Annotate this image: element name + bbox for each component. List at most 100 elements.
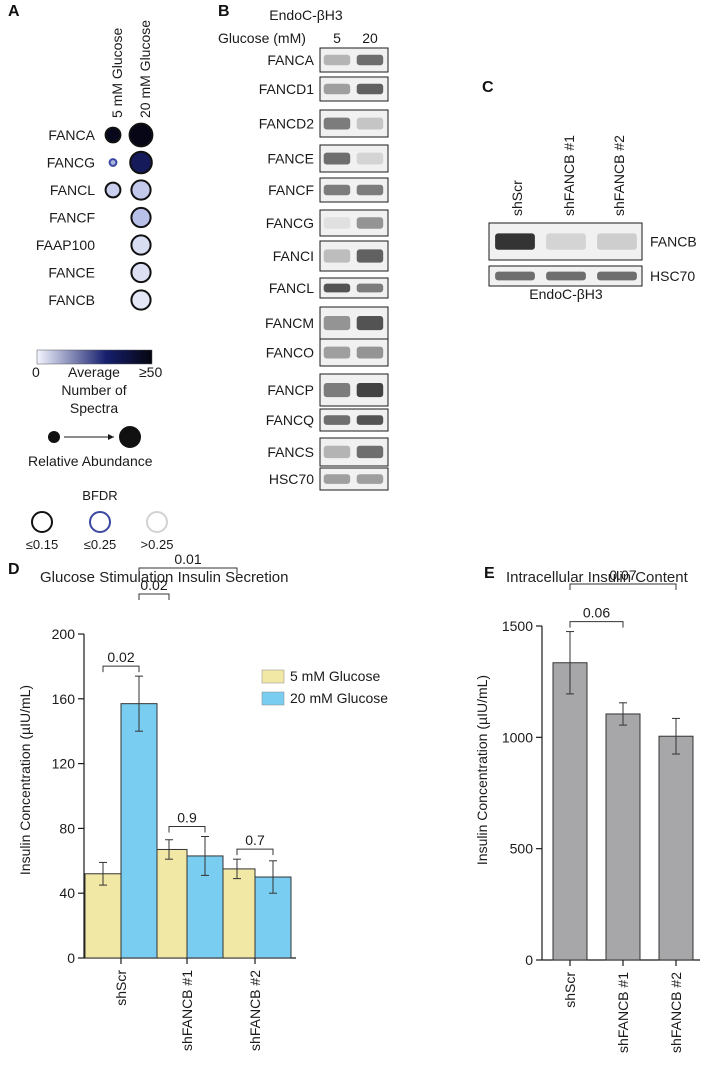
panel-a-dotplot: 5 mM Glucose 20 mM Glucose FANCAFANCGFAN… [26,20,174,552]
blot-fance [319,144,389,173]
band-fancq-lane-1 [323,415,351,425]
protein-label-fancb: FANCB [48,292,95,308]
panel-letter-d: D [8,561,20,578]
colorbar-title-line-3: Spectra [70,400,118,416]
dot-fanca-20mm [128,122,154,148]
chart-d-legend-label-1: 5 mM Glucose [290,668,380,684]
band-fance-lane-2 [356,152,384,165]
chart-d-errorbar-shfancb-1-20-mm-glucose [201,836,209,876]
chart-d-ytick-label-120: 120 [52,756,76,772]
chart-e-bar-shfancb-1 [605,713,641,961]
chart-d-errorbar-shscr-20-mm-glucose [135,675,143,732]
blot-fancl [319,277,389,299]
band-fancd1-lane-1 [323,83,351,95]
blot-label-fancq: FANCQ [266,412,314,428]
band-fancd2-lane-1 [323,117,351,130]
chart-e-ytick-label-1500: 1500 [502,618,533,634]
chart-e-ytick-label-1000: 1000 [502,729,533,745]
chart-d-bar-shscr-20-mm-glucose [120,703,158,959]
abundance-large-dot [119,426,141,448]
colorbar-max-label: ≥50 [139,364,162,380]
chart-d-ytick-label-200: 200 [52,626,76,642]
blot-fanco [319,338,389,367]
bfdr-legend-label-2: ≤0.25 [84,537,116,552]
colorbar-title-line-2: Number of [61,382,126,398]
blot-label-fancf: FANCF [268,182,314,198]
band-fancs-lane-1 [323,445,351,459]
chart-e-errorbar-shscr [566,631,574,695]
protein-label-fancf: FANCF [49,210,95,226]
chart-d-xtick-label-shfancb-1: shFANCB #1 [179,970,195,1051]
lane-label-shfancb-1: shFANCB #1 [561,135,577,216]
chart-d-legend-swatch-1 [261,669,285,684]
band-fancp-lane-1 [323,383,351,398]
bfdr-title: BFDR [82,488,117,503]
bfdr-legend-label-3: >0.25 [141,537,174,552]
abundance-label: Relative Abundance [28,453,153,469]
panel-c-caption: EndoC-βH3 [529,286,603,302]
band-fancf-lane-2 [356,184,384,196]
column-label-5mm: 5 mM Glucose [109,28,125,118]
chart-d-errorbar-shfancb-2-5-mm-glucose [233,858,241,880]
dot-fance-20mm [130,261,152,284]
chart-d-significance-bracket-2: 0.02 [138,577,170,600]
panel-letter-b: B [218,3,230,20]
dot-fancl-20mm [130,179,152,201]
blot-c-label-fancb: FANCB [650,234,697,250]
blot-label-hsc70: HSC70 [269,471,314,487]
protein-label-fance: FANCE [48,265,95,281]
chart-e-pvalue-1: 0.06 [583,605,610,621]
band-fanca-lane-2 [356,54,384,66]
blot-fancm [319,306,389,340]
band-fanci-lane-1 [323,249,351,263]
lane-label-5: 5 [333,30,341,46]
blot-label-fanci: FANCI [273,248,314,264]
blot-fanca [319,47,389,73]
band-fancm-lane-2 [356,316,384,331]
blot-c-hsc70 [488,265,643,287]
blot-fancq [319,408,389,432]
chart-d-bar-shscr-5-mm-glucose [84,873,122,959]
band-hsc70-lane-1 [323,474,351,484]
chart-d-xtick-label-shscr: shScr [113,970,129,1006]
protein-label-faap100: FAAP100 [36,237,95,253]
chart-d-errorbar-shfancb-1-5-mm-glucose [165,839,173,860]
blot-label-fancd2: FANCD2 [259,116,314,132]
protein-label-fanca: FANCA [48,127,95,143]
band-fancq-lane-2 [356,415,384,425]
dot-fanca-5mm [104,126,122,144]
band-fanci-lane-2 [356,249,384,263]
band-fancg-lane-1 [323,217,351,229]
band-fancg-lane-2 [356,217,384,229]
chart-d-pvalue-2: 0.02 [140,577,167,593]
dot-fancf-20mm [130,206,152,229]
blot-label-fanco: FANCO [266,345,314,361]
band-fancl-lane-1 [323,283,351,293]
chart-d-legend-label-2: 20 mM Glucose [290,690,388,706]
blot-fancd2 [319,109,389,138]
chart-d-xtick-label-shfancb-2: shFANCB #2 [247,970,263,1051]
chart-d-significance-bracket-1: 0.02 [102,649,140,673]
band-fanca-lane-1 [323,54,351,66]
protein-label-fancl: FANCL [50,182,95,198]
chart-d-bar-shfancb-2-5-mm-glucose [218,868,256,959]
band-c-hsc70-lane-1 [495,271,535,281]
bfdr-legend-circle-1 [31,511,53,533]
chart-d-errorbar-shfancb-2-20-mm-glucose [269,860,277,894]
chart-d-significance-bracket-4: 0.9 [168,810,206,833]
chart-d-ytick-label-0: 0 [67,950,75,966]
colorbar-title-line-1: Average [68,364,120,380]
chart-e-ylabel: Insulin Concentration (µIU/mL) [474,675,490,865]
chart-e-ytick-label-500: 500 [510,841,534,857]
protein-label-fancg: FANCG [47,155,95,171]
lane-label-shfancb-2: shFANCB #2 [611,135,627,216]
chart-d-ytick-label-80: 80 [59,820,75,836]
chart-d-significance-bracket-3: 0.01 [138,551,238,574]
band-fancl-lane-2 [356,283,384,293]
blot-fancs [319,437,389,467]
chart-e-significance-bracket-2: 0.07 [569,567,677,590]
band-fanco-lane-1 [323,346,351,359]
colorbar-min-label: 0 [32,364,40,380]
dot-fancg-20mm [129,150,153,175]
